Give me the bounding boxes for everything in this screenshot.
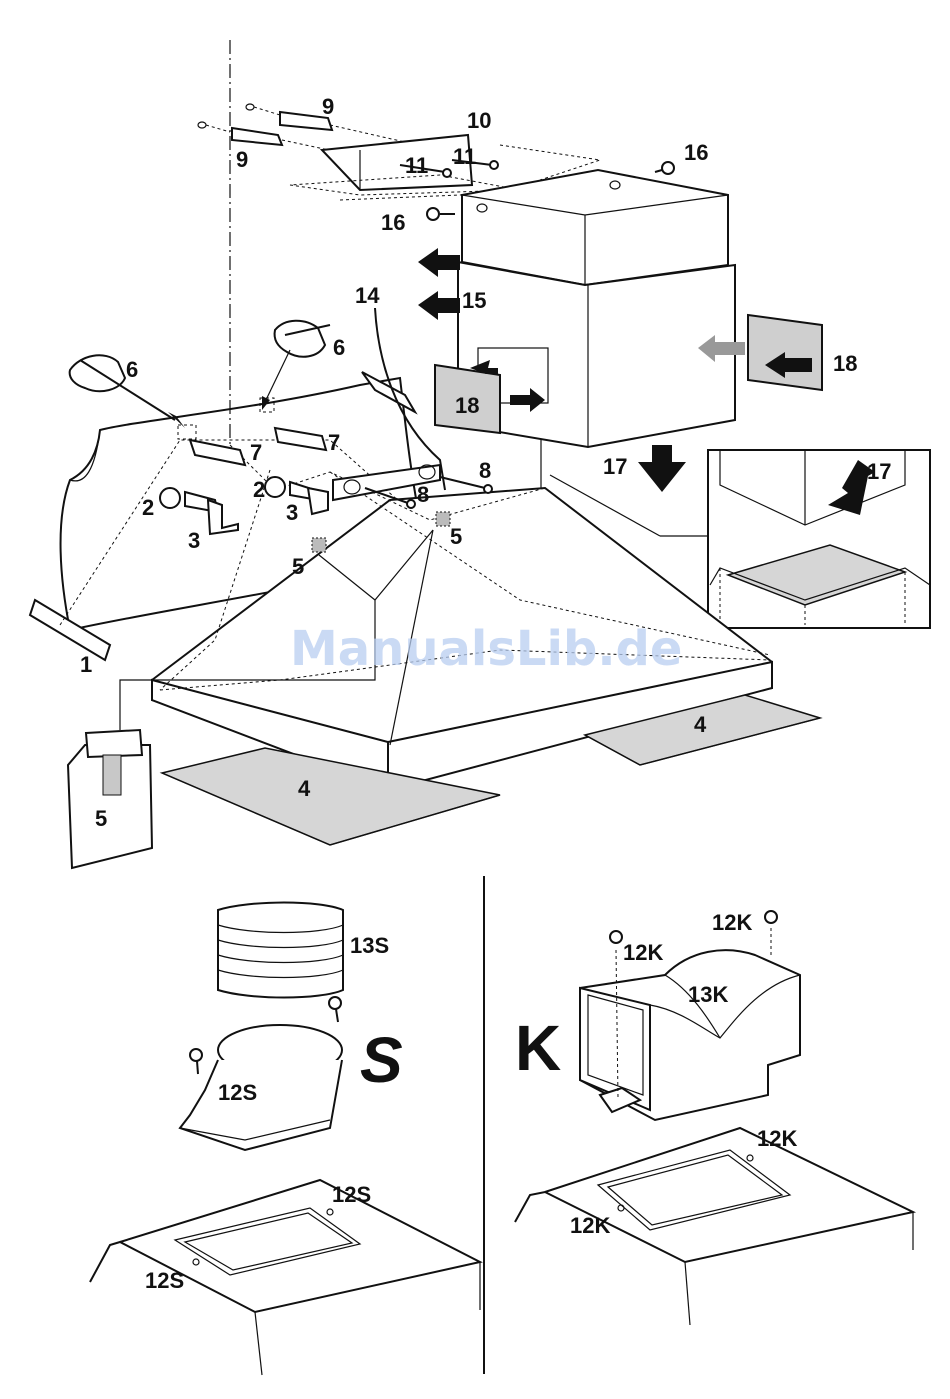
label-17a: 17: [603, 454, 627, 479]
adapter-13k: [580, 950, 800, 1120]
wall-curl: [70, 430, 100, 481]
label-2b: 2: [253, 477, 265, 502]
label-4a: 4: [298, 776, 311, 801]
label-6b: 6: [333, 335, 345, 360]
label-5b: 5: [450, 524, 462, 549]
label-12s-top: 12S: [332, 1182, 371, 1207]
label-4b: 4: [694, 712, 707, 737]
arrow-17: [638, 445, 686, 492]
label-18b: 18: [833, 351, 857, 376]
watermark: ManualsLib.de: [290, 621, 682, 677]
bracket-10: [322, 135, 472, 190]
label-11a: 11: [405, 153, 428, 178]
label-12k-left-screw: 12K: [623, 940, 663, 965]
label-15: 15: [462, 288, 486, 313]
label-8b: 8: [479, 458, 491, 483]
mark-6a: [178, 425, 196, 439]
label-5a: 5: [292, 554, 304, 579]
plug-7b: [275, 428, 326, 450]
label-12s-adapter: 12S: [218, 1080, 257, 1105]
arrows-15: [418, 248, 460, 320]
label-9b: 9: [236, 147, 248, 172]
plug-7a: [190, 440, 245, 465]
label-12s-bottom: 12S: [145, 1268, 184, 1293]
mark-5a: [312, 538, 326, 552]
label-12k-bottom: 12K: [570, 1213, 610, 1238]
label-s-variant: S: [360, 1024, 403, 1096]
label-6a: 6: [126, 357, 138, 382]
label-3a: 3: [188, 528, 200, 553]
detail-5-inset: [68, 730, 152, 868]
label-13s: 13S: [350, 933, 389, 958]
label-12k-right-screw: 12K: [712, 910, 752, 935]
label-2a: 2: [142, 495, 154, 520]
label-12k-top: 12K: [757, 1126, 797, 1151]
label-7a: 7: [250, 440, 262, 465]
duct-13s: [218, 903, 343, 998]
label-k-variant: K: [515, 1012, 561, 1084]
label-16a: 16: [684, 140, 708, 165]
label-5c: 5: [95, 806, 107, 831]
label-18a: 18: [455, 393, 479, 418]
label-16b: 16: [381, 210, 405, 235]
label-9a: 9: [322, 94, 334, 119]
label-3b: 3: [286, 500, 298, 525]
label-13k: 13K: [688, 982, 728, 1007]
label-8a: 8: [417, 482, 429, 507]
label-7b: 7: [328, 430, 340, 455]
label-11b: 11: [453, 144, 476, 169]
label-10: 10: [467, 108, 491, 133]
label-14: 14: [355, 283, 380, 308]
hand-pencil-right: [262, 321, 330, 410]
label-1: 1: [80, 652, 92, 677]
mark-5b: [436, 512, 450, 526]
label-17b: 17: [867, 459, 891, 484]
detail-box-17: [708, 450, 930, 628]
adapter-12s: [180, 1025, 342, 1150]
